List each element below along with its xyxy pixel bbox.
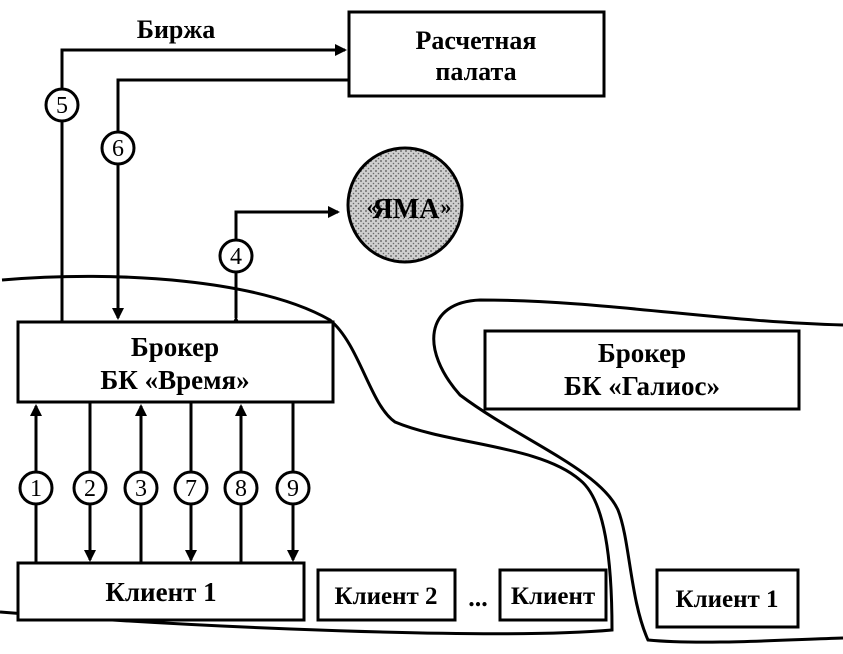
step-5-marker: 5 (44, 87, 80, 123)
svg-text:4: 4 (230, 244, 242, 270)
step-3-marker: 3 (123, 470, 159, 506)
galios-client-1-label: Клиент 1 (675, 586, 778, 613)
client-1-box (16, 561, 306, 622)
pit-quote-close: » (441, 194, 452, 219)
galios-region-outline (432, 298, 843, 644)
svg-text:7: 7 (185, 476, 197, 502)
svg-text:9: 9 (287, 476, 299, 502)
client-1-label: Клиент 1 (105, 577, 216, 607)
client-2-box (316, 568, 457, 622)
clients-ellipsis: ... (468, 583, 488, 612)
broker-galios-box (483, 329, 801, 411)
svg-text:3: 3 (135, 476, 147, 502)
clearing-house-box (347, 10, 606, 98)
clearing-house-label-line2: палата (435, 57, 516, 86)
arrow-6-clearing-to-broker (112, 78, 349, 320)
step-9-marker: 9 (275, 470, 311, 506)
client-n-box (498, 568, 608, 622)
svg-text:5: 5 (56, 93, 68, 119)
svg-text:2: 2 (84, 476, 96, 502)
broker-vremya-label-line2: БК «Время» (100, 365, 249, 395)
pit-label: ЯМА (373, 194, 441, 225)
broker-galios-label-line2: БК «Галиос» (564, 371, 720, 401)
broker-vremya-box (16, 320, 335, 404)
arrow-5-broker-to-clearing (60, 44, 347, 322)
broker-vremya-label-line1: Брокер (131, 332, 219, 362)
client-2-label: Клиент 2 (334, 583, 437, 610)
pit-circle (346, 146, 464, 264)
step-2-marker: 2 (72, 470, 108, 506)
svg-text:8: 8 (235, 476, 247, 502)
svg-text:6: 6 (112, 136, 124, 162)
arrow-4-broker-pit (230, 206, 340, 328)
clearing-house-label-line1: Расчетная (416, 26, 537, 55)
step-4-marker: 4 (218, 238, 254, 274)
galios-client-1-box (655, 568, 800, 629)
step-8-marker: 8 (223, 470, 259, 506)
svg-text:1: 1 (30, 476, 42, 502)
broker-galios-label-line1: Брокер (598, 338, 686, 368)
exchange-label: Биржа (137, 15, 215, 44)
step-1-marker: 1 (18, 470, 54, 506)
step-6-marker: 6 (100, 130, 136, 166)
client-n-label: Клиент (511, 583, 595, 610)
step-7-marker: 7 (173, 470, 209, 506)
pit-quote-open: « (367, 194, 378, 219)
